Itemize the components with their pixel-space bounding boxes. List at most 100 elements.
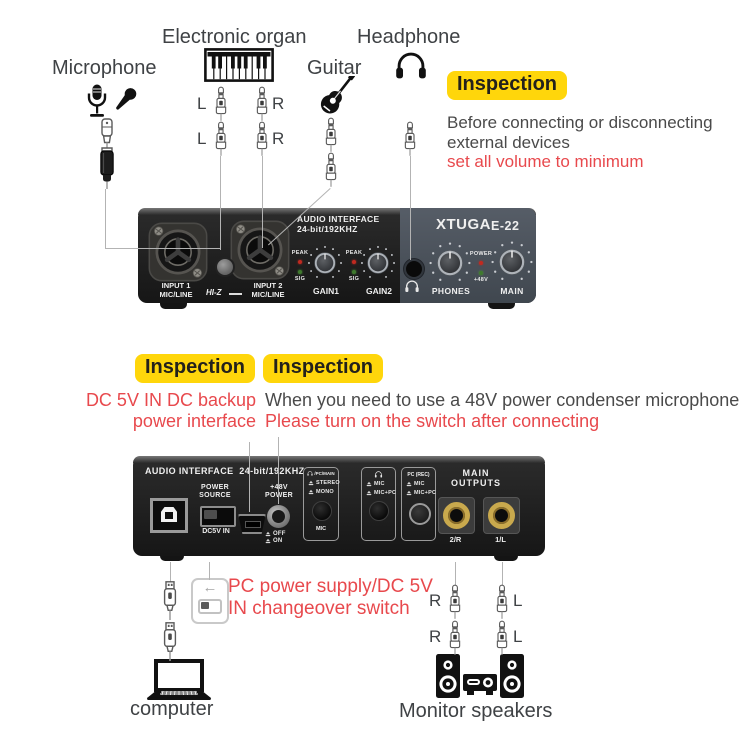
mic-cable-line (105, 248, 220, 249)
speakers-label: Monitor speakers (399, 700, 553, 722)
headphone-mini-icon (374, 471, 383, 478)
mini-usb-slot (245, 521, 261, 528)
48v-line1: +48V (270, 484, 288, 491)
audio-interface-back-panel: AUDIO INTERFACE 24-bit/192KHZ POWER SOUR… (133, 456, 545, 556)
led-48v (479, 271, 483, 275)
gain2-knob (359, 244, 397, 282)
usb-b-slot (165, 512, 173, 519)
gain1-knob (306, 244, 344, 282)
switch1-footer-mic: MIC (315, 526, 327, 532)
output-jack-2r (443, 502, 470, 529)
ts-plug-icon (323, 152, 339, 188)
input2-line2: MIC/LINE (251, 289, 285, 299)
button-down-icon (406, 490, 412, 496)
back-panel-top-edge (133, 456, 545, 463)
48v-callout-line (278, 437, 279, 504)
headphone-icon (394, 50, 428, 82)
guitar-icon (315, 76, 355, 120)
microphone-stand-icon (84, 83, 110, 121)
inspection-top-warning: set all volume to minimum (447, 152, 644, 171)
back-foot (494, 555, 518, 561)
channel1-meter: PEAK SIG (288, 250, 312, 282)
inspection-top-line2: external devices (447, 132, 570, 152)
button-up-icon (406, 481, 412, 487)
48v-power-button (267, 505, 290, 528)
switch-knob (204, 510, 217, 519)
48v-line2: POWER (257, 492, 301, 500)
peak2-led (352, 260, 356, 264)
changeover-line2: IN changeover switch (228, 598, 410, 619)
input2-line1: INPUT 2 (253, 281, 283, 290)
phones-icon (404, 280, 420, 293)
button-down-icon (265, 538, 271, 544)
ts-plug-icon (447, 584, 463, 620)
usb-b-inner (161, 507, 177, 522)
microphone-handheld-icon (110, 85, 140, 115)
front-foot (488, 302, 515, 309)
usb-b-port (150, 498, 188, 533)
hi-z-label: HI-Z (206, 288, 222, 297)
inspection-badge-top: Inspection (447, 71, 568, 100)
peak1-led (298, 260, 302, 264)
rec-mic-pc-option: MIC+PC (414, 489, 437, 496)
back-panel-title: AUDIO INTERFACE 24-bit/192KHZ (145, 466, 305, 476)
ts-plug-icon (254, 121, 270, 157)
electronic-organ-icon (204, 48, 274, 82)
stereo-option: STEREO (316, 480, 340, 486)
xlr-cable-icon (95, 118, 119, 190)
off-on-labels: OFF ON (265, 531, 286, 544)
output-jack-plate-r (438, 497, 475, 534)
main-outputs-line2: OUTPUTS (450, 478, 501, 488)
main-outputs-line1: MAIN (462, 468, 490, 478)
brand-logo: XTUGA (436, 216, 491, 233)
ts-plug-icon (254, 86, 270, 122)
power-source-line1: POWER (201, 484, 229, 491)
phones-label: PHONES (431, 286, 471, 296)
ts-plug-icon (323, 117, 339, 153)
output-jack-1l (488, 502, 515, 529)
power-indicator: POWER +48V (464, 251, 498, 283)
backup-power-note: DC 5V IN DC backup power interface (40, 390, 256, 432)
channel2-meter: PEAK SIG (342, 250, 366, 282)
inspection-top-line1: Before connecting or disconnecting (447, 113, 713, 132)
button-up-icon (265, 531, 271, 537)
rec-mic-option: MIC (414, 481, 425, 487)
front-foot (160, 302, 187, 309)
power-led (479, 261, 483, 265)
mini-switch-knob (201, 602, 209, 609)
front-title-line1: AUDIO INTERFACE (297, 214, 380, 224)
usb-callout-line (170, 562, 171, 582)
mic-cable-line (105, 189, 106, 249)
changeover-line1: PC power supply/DC 5V (228, 576, 433, 597)
stereo-mono-button (312, 501, 332, 521)
changeover-switch-icon: ← (191, 578, 229, 624)
organ-left-line (220, 156, 221, 250)
input2-combo-jack (229, 219, 291, 281)
backup-note-line2: power interface (132, 411, 256, 431)
gain1-label: GAIN1 (313, 286, 339, 296)
organ-plug-label-r1: R (272, 94, 285, 113)
power-source-label: POWER SOURCE (190, 484, 240, 500)
front-panel-title: AUDIO INTERFACE 24-bit/192KHZ (297, 214, 380, 234)
peak1-label: PEAK (291, 250, 309, 256)
hi-z-dash (229, 293, 242, 295)
mini-switch-icon (198, 599, 222, 614)
computer-label: computer (130, 698, 214, 720)
guitar-label: Guitar (307, 57, 362, 79)
pc-rec-switch-box: PC (REC) MIC MIC+PC (401, 467, 436, 541)
phantom-power-note: When you need to use a 48V power condens… (265, 390, 739, 432)
switch1-header: /PC/MAIN (314, 471, 335, 476)
power-source-line2: SOURCE (199, 492, 231, 499)
microphone-label: Microphone (52, 57, 157, 79)
power-label: POWER (469, 251, 493, 257)
ts-plug-icon (447, 620, 463, 656)
button-up-icon (366, 481, 372, 487)
organ-plug-label-l2: L (197, 129, 207, 148)
pc-rec-header: PC (REC) (407, 472, 430, 478)
output-plug-label-r1: R (429, 591, 442, 610)
jack-1l-label: 1/L (495, 535, 506, 544)
input1-label: INPUT 1 MIC/LINE (147, 281, 205, 299)
model-label: E-22 (491, 219, 520, 233)
output-plug-label-r2: R (429, 627, 442, 646)
output-plug-label-l2: L (513, 627, 523, 646)
